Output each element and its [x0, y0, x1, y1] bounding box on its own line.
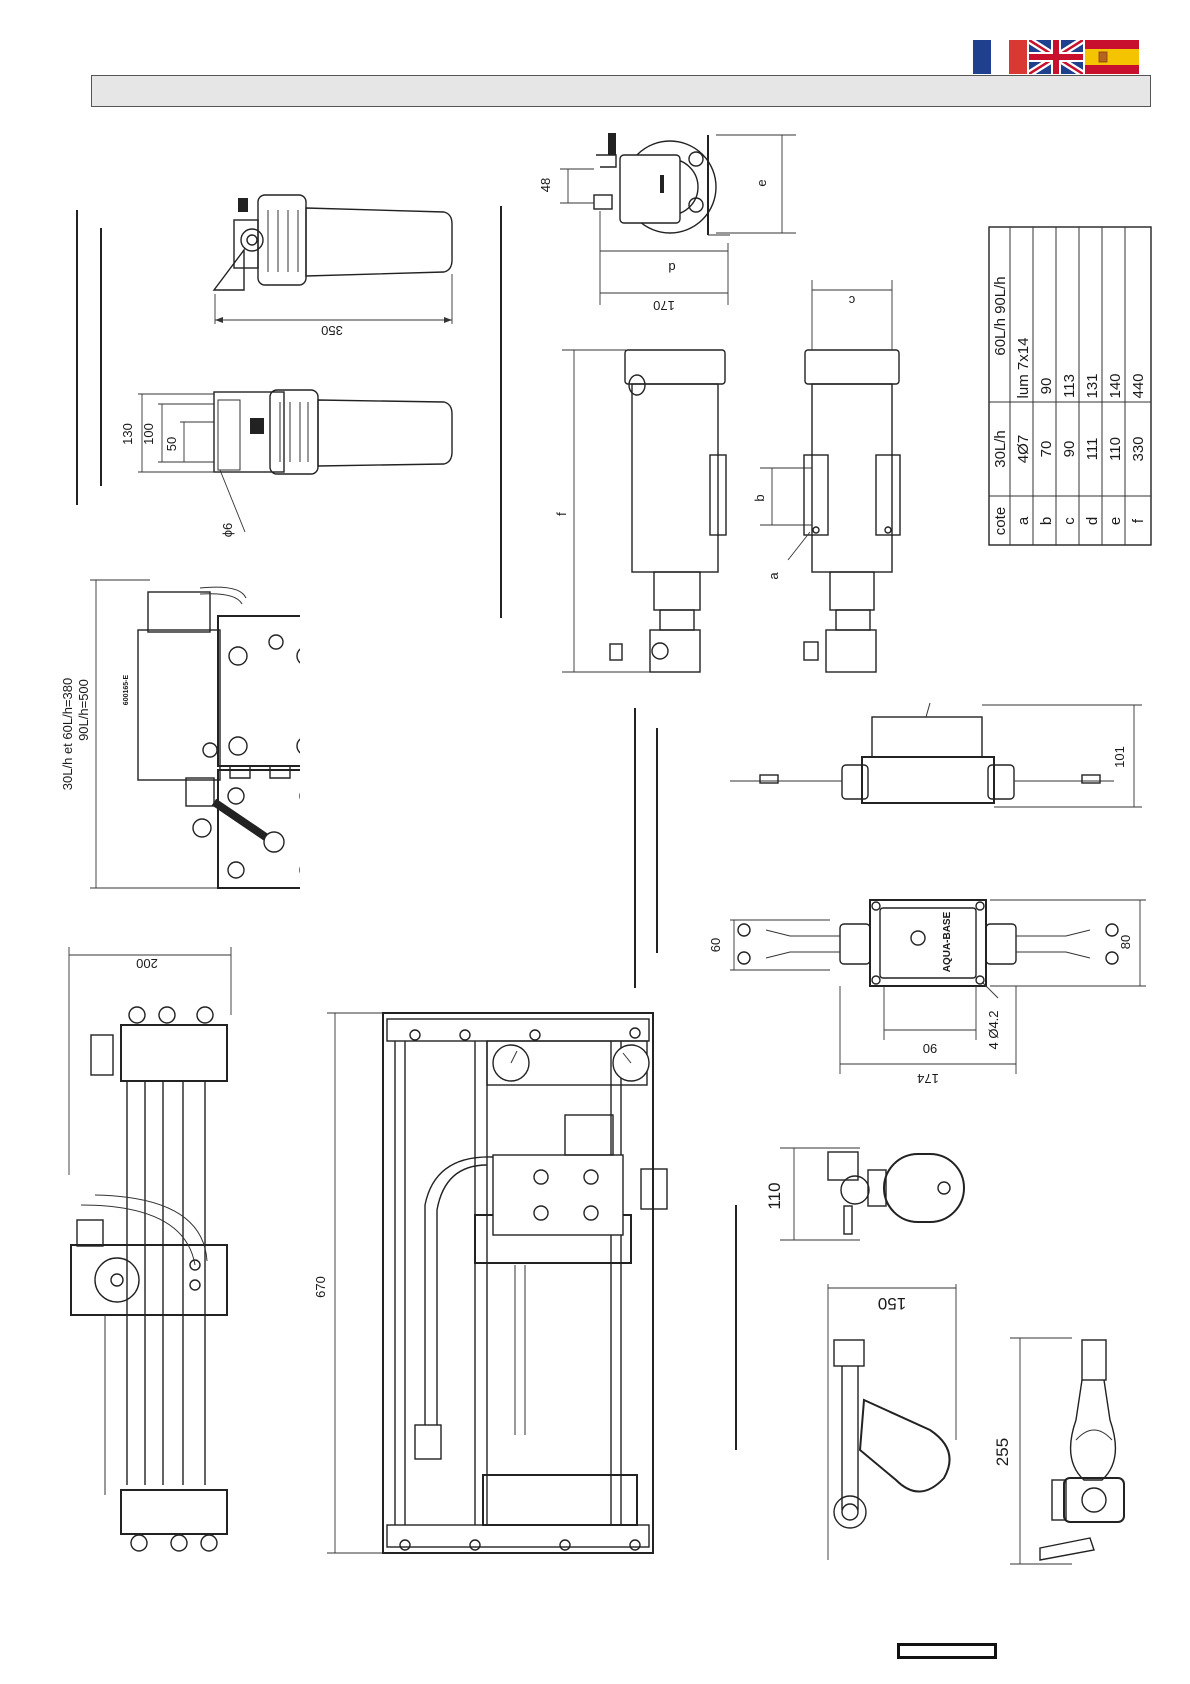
- front-height-dim: 670: [315, 1276, 328, 1298]
- table-cell: 440: [1130, 373, 1147, 398]
- ball-valve-drawing: 110: [760, 1140, 965, 1250]
- frame-side-view: 30L/h et 60L/h=380 90L/h=500 600165-E: [50, 570, 300, 900]
- uv-box-width-dim: 60: [708, 938, 723, 952]
- separator-line: [656, 728, 658, 953]
- separator-line: [634, 708, 636, 988]
- dimension-table: cote 30L/h 60L/h 90L/h a 4Ø7 lum 7x14 b …: [988, 226, 1152, 546]
- frame-height-note: 90L/h=500: [76, 679, 91, 741]
- flag-united-kingdom-icon[interactable]: [1029, 40, 1083, 74]
- pressure-regulator-drawing: 255: [990, 1330, 1140, 1570]
- uv-lamp-side-views: f c b a: [540, 270, 920, 690]
- table-cell: b: [1038, 517, 1055, 525]
- table-cell: e: [1107, 517, 1124, 525]
- uv-box-width-dim: 80: [1118, 935, 1133, 949]
- filter-height-dim: 130: [120, 423, 135, 445]
- uv-top-dim: e: [754, 179, 769, 186]
- regulator-height-dim: 255: [993, 1438, 1012, 1466]
- filter-views-drawing: 350 130 100 50 ϕ6: [110, 190, 480, 545]
- strainer-drawing: 150: [820, 1280, 980, 1570]
- uv-side-dim: c: [848, 293, 855, 308]
- separator-line: [500, 206, 502, 618]
- valve-height-dim: 110: [765, 1182, 784, 1209]
- table-cell: 70: [1038, 441, 1055, 458]
- table-cell: f: [1130, 518, 1147, 523]
- uv-box-bottom-dim: 90: [923, 1041, 937, 1056]
- table-cell: 113: [1061, 374, 1078, 398]
- table-header: 30L/h: [992, 430, 1009, 468]
- filter-port-dim: ϕ6: [220, 523, 235, 538]
- table-cell: c: [1061, 517, 1078, 525]
- table-cell: lum 7x14: [1015, 338, 1032, 399]
- page-number-box: [897, 1643, 997, 1659]
- flag-spain-icon[interactable]: [1085, 40, 1139, 74]
- front-view-left: 200: [55, 935, 245, 1575]
- filter-height-dim: 50: [164, 437, 179, 451]
- strainer-width-dim: 150: [878, 1294, 906, 1313]
- table-cell: 90: [1038, 378, 1055, 395]
- frame-plate-label: 600165-E: [123, 674, 130, 705]
- table-cell: 110: [1107, 437, 1124, 461]
- header-bar: [91, 75, 1151, 107]
- table-cell: d: [1084, 517, 1101, 525]
- table-header: cote: [992, 507, 1009, 535]
- table-cell: 4Ø7: [1015, 435, 1032, 463]
- frame-height-note: 30L/h et 60L/h=380: [60, 678, 75, 790]
- front-width-dim: 200: [136, 956, 158, 971]
- uv-box-front-view: AQUA-BASE 60 80 90 174 4 Ø4.2: [700, 890, 1150, 1085]
- table-cell: 330: [1130, 436, 1147, 461]
- table-header: 60L/h 90L/h: [992, 276, 1009, 355]
- table-cell: a: [1015, 516, 1032, 525]
- table-cell: 131: [1084, 373, 1101, 398]
- flag-france-icon[interactable]: [973, 40, 1027, 74]
- table-cell: 90: [1061, 441, 1078, 458]
- uv-box-top-view: 101: [730, 695, 1150, 815]
- table-cell: 111: [1084, 438, 1101, 461]
- brand-label: AQUA-BASE: [942, 911, 953, 972]
- table-cell: 140: [1107, 373, 1124, 398]
- filter-length-dim: 350: [321, 323, 343, 338]
- uv-top-dim: 48: [538, 178, 553, 192]
- uv-side-dim: b: [752, 494, 767, 501]
- filter-height-dim: 100: [141, 423, 156, 445]
- front-view-main: 670: [315, 1005, 700, 1565]
- uv-box-bottom-dim: 4 Ø4.2: [986, 1010, 1001, 1049]
- uv-side-dim: a: [766, 572, 781, 580]
- separator-line: [735, 1205, 737, 1450]
- uv-box-bottom-dim: 174: [917, 1071, 939, 1085]
- separator-line: [76, 210, 78, 505]
- separator-line: [100, 228, 102, 486]
- uv-box-height-dim: 101: [1112, 746, 1127, 768]
- uv-side-dim: f: [554, 512, 569, 516]
